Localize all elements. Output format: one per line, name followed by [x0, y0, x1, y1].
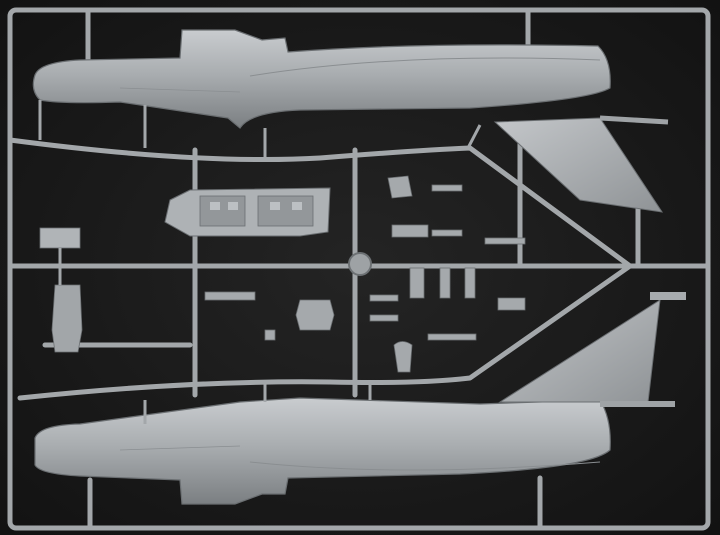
- lower-fuselage-half: [34, 397, 611, 505]
- ejection-seat-part: [39, 227, 83, 353]
- fin-tip-detail: [650, 292, 686, 300]
- attachment-gates: [38, 100, 482, 424]
- upper-delta-wing-part: [493, 117, 664, 213]
- cockpit-tub-part: [164, 187, 331, 237]
- small-parts: [204, 175, 526, 373]
- sprue-frame: [7, 7, 711, 531]
- upper-fuselage-half: [32, 29, 611, 129]
- sprue-hub: [348, 252, 372, 276]
- lower-tail-fin-part: [498, 299, 661, 403]
- upper-wing-stub: [599, 115, 669, 125]
